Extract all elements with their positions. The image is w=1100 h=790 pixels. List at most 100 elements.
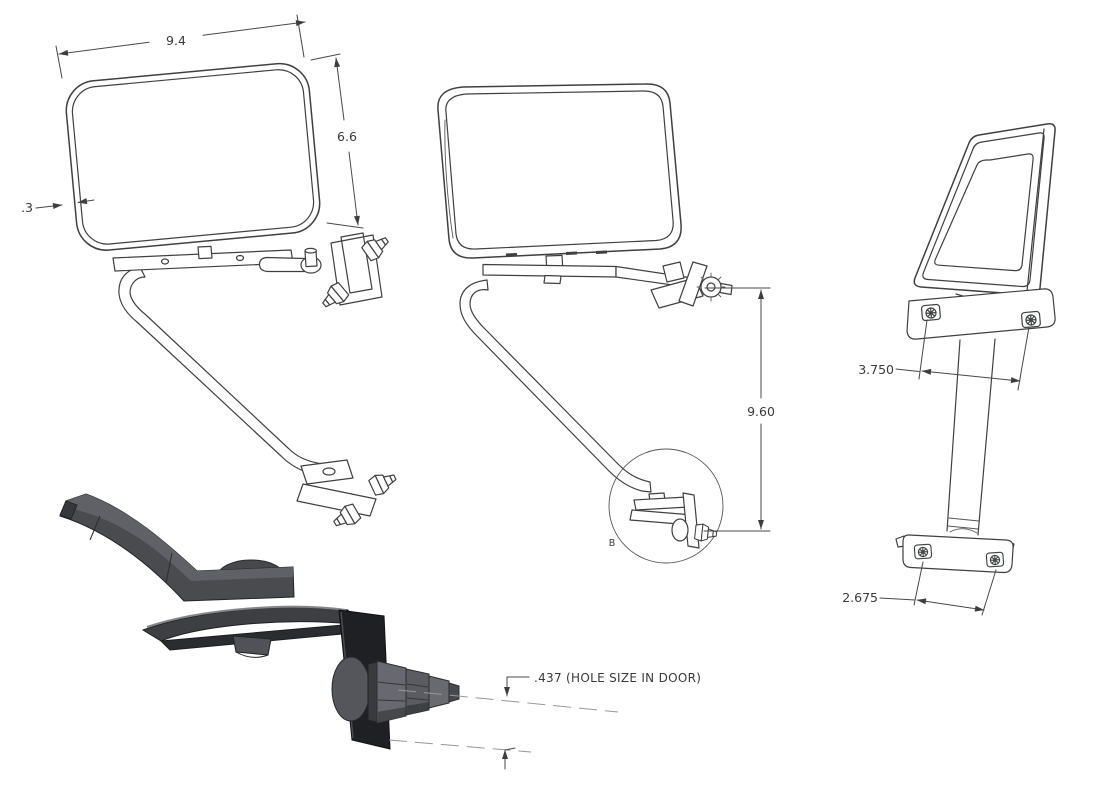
pivot-assembly (258, 231, 394, 314)
rear-view: B 9.60 (437, 83, 775, 564)
post-edge (977, 338, 996, 536)
fastener-ring-3 (428, 675, 450, 709)
wing-fastener-hub (706, 282, 716, 292)
shell-crease-line (1026, 128, 1045, 292)
hole-size-callout: .437 (HOLE SIZE IN DOOR) (388, 671, 701, 770)
dim-top-spacing-label: 3.750 (858, 362, 894, 377)
extension-line (913, 561, 924, 606)
leader-line (895, 368, 920, 372)
upper-mount-bar (482, 263, 690, 288)
dim-bezel-label: .3 (21, 200, 33, 215)
upper-mount-bar (112, 245, 294, 272)
fastener-collar (367, 661, 378, 723)
hole-size-label: .437 (HOLE SIZE IN DOOR) (534, 671, 701, 685)
bracket-tab (662, 261, 685, 283)
detail-circle-label: B (609, 538, 616, 549)
mount-screw (920, 303, 942, 322)
leader-line (77, 198, 95, 205)
post-collar-dome (949, 528, 978, 534)
bar-hole-right (235, 254, 245, 262)
plate-highlight-edge (146, 605, 347, 628)
extension-line (981, 569, 997, 616)
arm-facet-seams (89, 515, 173, 584)
shell-crease-line (444, 119, 454, 239)
projection-line (388, 739, 532, 753)
dim-bottom-screw-spacing: 2.675 (842, 561, 997, 616)
extension-line (326, 222, 364, 229)
dimension-line (334, 57, 345, 121)
support-arm (459, 279, 652, 493)
lower-bracket-hole (322, 467, 336, 476)
extension-line (310, 53, 341, 61)
bracket-arm-shaded (59, 493, 295, 602)
dimension-line (916, 598, 985, 612)
leader-tick (504, 747, 516, 751)
support-post (946, 338, 996, 536)
fastener-ring-2-shade (406, 702, 429, 715)
extension-line (296, 14, 305, 58)
leader-line (35, 203, 63, 210)
bracket-body (902, 534, 1014, 574)
leader-line (879, 597, 916, 601)
dim-height: 6.6 (310, 53, 364, 229)
post-edge (946, 339, 961, 532)
mirror-back-inner-line (445, 90, 674, 250)
dimension-line (921, 368, 1021, 384)
lower-fastener-upper (367, 467, 400, 498)
dimension-line (58, 41, 150, 56)
fastener-ring-1-shade (377, 707, 406, 723)
shaded-detail-view: .437 (HOLE SIZE IN DOOR) (59, 493, 701, 770)
mirror-side-outline (913, 123, 1056, 296)
leader-elbow (504, 676, 530, 697)
dimension-line (202, 20, 306, 36)
mount-screw (985, 551, 1005, 568)
plate-boss (232, 635, 272, 656)
plate-boss-bottom (235, 651, 269, 658)
projection-line (397, 689, 619, 713)
mirror-head-outline (65, 62, 321, 251)
lower-door-bracket (895, 534, 1015, 574)
dim-mount-height: 9.60 (703, 287, 775, 532)
pivot-link (258, 256, 306, 273)
extension-line (55, 45, 63, 79)
bar-hole-left (160, 258, 170, 265)
side-view: 3.750 2.675 (842, 123, 1056, 616)
fastener-tip (719, 282, 733, 296)
arm-end-cap (59, 500, 78, 520)
pivot-pin-cap (304, 247, 317, 254)
bracket-body (906, 288, 1056, 340)
arm-top-face (63, 494, 293, 581)
mirror-head (65, 62, 321, 251)
mirror-face-line (922, 132, 1045, 288)
gear-teeth (696, 272, 726, 302)
mirror-back-outline (437, 83, 682, 259)
lower-bracket-top-plate (300, 459, 354, 485)
detail-circle-b: B (608, 448, 724, 564)
mirror-glass-line (934, 153, 1034, 272)
post-collar (947, 517, 980, 530)
dimension-line (348, 151, 360, 226)
extension-line (918, 319, 928, 380)
dim-width-label: 9.4 (166, 33, 186, 48)
upper-door-bracket (906, 288, 1056, 340)
ball-joint-shaded (331, 656, 371, 722)
upper-bracket (650, 261, 733, 309)
front-view: 9.4 6.6 .3 (21, 14, 400, 533)
lower-bracket-plate-top (633, 496, 690, 511)
dim-bezel-thickness: .3 (21, 198, 95, 215)
bar-clip (543, 274, 562, 285)
mount-screw (913, 543, 933, 560)
fastener-ridges (377, 681, 429, 702)
dim-width: 9.4 (55, 14, 306, 79)
dim-height-label: 6.6 (337, 129, 357, 144)
mount-screw (1020, 310, 1042, 329)
dim-bottom-spacing-label: 2.675 (842, 590, 878, 605)
push-pin-fastener-shaded (367, 660, 460, 724)
bracket-strap (678, 261, 708, 307)
mounting-clips (505, 250, 608, 257)
dim-mount-height-label: 9.60 (747, 404, 775, 419)
push-pin-fastener (693, 522, 718, 544)
fastener-tip (448, 682, 460, 703)
